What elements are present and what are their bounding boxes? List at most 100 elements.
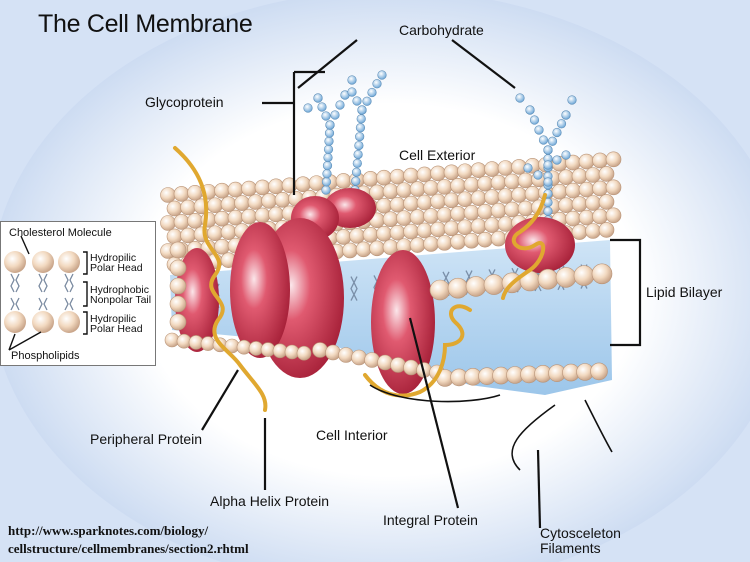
carbohydrate-bead <box>321 177 332 187</box>
lipid-tail <box>350 276 358 301</box>
inset-brackets <box>8 235 88 351</box>
inset-illustration <box>4 235 88 351</box>
lipid-head <box>403 195 419 212</box>
lipid-head <box>169 313 187 331</box>
carbohydrate-bead <box>534 125 544 135</box>
lipid-head <box>592 208 608 225</box>
lipid-head <box>537 268 559 290</box>
carbohydrate-bead <box>561 110 571 120</box>
lipid-head <box>416 194 433 211</box>
lipid-head <box>450 178 466 194</box>
cytoskeleton-filament-1 <box>369 384 501 403</box>
lipid-head <box>376 225 392 242</box>
lipid-head <box>403 223 419 240</box>
carbohydrate-bead <box>313 93 323 103</box>
lipid-head <box>592 152 608 169</box>
lipid-head <box>517 172 534 189</box>
line-carbohydrate-right <box>451 39 516 89</box>
carbohydrate-bead <box>561 150 571 160</box>
lipid-head <box>296 345 312 361</box>
line-cytoskeleton <box>536 449 542 529</box>
lipid-head <box>447 277 469 299</box>
lipid-head <box>578 181 595 198</box>
lipid-head <box>511 187 527 203</box>
carbohydrate-bead <box>543 177 553 187</box>
carbohydrate-bead <box>323 144 334 154</box>
lipid-head <box>497 160 514 176</box>
lipid-head <box>504 201 520 218</box>
carbohydrate-bead <box>321 111 331 121</box>
lipid-head <box>261 193 277 209</box>
carbohydrate-bead <box>552 155 562 165</box>
inset-head <box>32 311 54 333</box>
lipid-head <box>173 186 190 202</box>
inset-tails <box>10 273 74 311</box>
lipid-head <box>555 267 577 288</box>
lipid-head <box>558 197 574 213</box>
label-cell-exterior: Cell Exterior <box>399 147 476 163</box>
carbohydrate-bead <box>356 114 366 124</box>
lipid-head <box>463 204 480 221</box>
lipid-head <box>470 190 487 206</box>
lipid-head <box>364 352 380 368</box>
carbohydrate-bead <box>317 102 327 112</box>
lipid-head <box>342 242 358 259</box>
carbohydrate-bead <box>352 96 362 106</box>
lipid-head <box>214 210 230 227</box>
lipid-head <box>335 229 352 245</box>
lipid-head <box>396 182 412 198</box>
lipid-head <box>592 180 608 197</box>
carbohydrate-bead <box>330 110 340 120</box>
lipid-head <box>590 362 608 381</box>
lipid-head <box>214 182 230 199</box>
lipid-head <box>241 208 257 225</box>
label-lipid-bilayer: Lipid Bilayer <box>646 284 723 300</box>
label-cytoskeleton-1: Cytosceleton <box>540 525 621 541</box>
lipid-head <box>187 185 203 201</box>
phospholipid-inset: Cholesterol Molecule Hydropilic Polar He… <box>0 221 156 366</box>
lipid-head <box>169 277 187 295</box>
lipid-head <box>338 347 354 363</box>
carbohydrate-bead <box>525 105 535 115</box>
lipid-head <box>227 181 244 198</box>
alpha-helix-left <box>173 146 268 412</box>
lipid-head <box>443 220 460 237</box>
inset-cholesterol: Cholesterol Molecule <box>9 227 112 239</box>
lipid-head <box>274 192 291 208</box>
lipid-head <box>169 295 187 313</box>
label-alpha-helix-protein: Alpha Helix Protein <box>210 493 330 509</box>
carbohydrate-bead <box>377 70 387 80</box>
alpha-helices <box>173 146 547 412</box>
lipid-head <box>457 163 473 180</box>
carbohydrate-bead <box>324 136 334 146</box>
lipid-head <box>436 207 453 223</box>
lipid-head <box>490 230 507 247</box>
lipid-head <box>565 210 581 227</box>
carbohydrate-bead <box>533 170 543 180</box>
lipid-head <box>362 227 379 243</box>
lipid-head <box>355 241 372 258</box>
lipid-head <box>504 173 520 190</box>
lipid-head <box>382 183 399 199</box>
cytoskeleton-filament-3 <box>584 399 613 453</box>
lipid-head <box>517 200 534 217</box>
large-integral-protein-front <box>230 222 290 358</box>
lipid-head <box>166 200 183 217</box>
inset-head <box>4 311 26 333</box>
inset-hydrophobic-a: Hydrophobic <box>90 284 149 296</box>
lipid-head <box>351 349 367 366</box>
lipid-head <box>578 153 595 170</box>
inset-top-heads <box>4 251 80 273</box>
lipid-head <box>573 265 595 286</box>
lipid-head <box>443 192 460 209</box>
lipid-head <box>457 219 473 236</box>
lipid-head <box>409 237 426 253</box>
lipid-head <box>396 210 412 226</box>
lipid-head <box>349 228 365 244</box>
lipid-head <box>524 186 541 202</box>
carbohydrate-bead <box>372 79 382 89</box>
lipid-head <box>376 169 392 186</box>
lipid-head <box>227 209 244 226</box>
inset-hydrophilic-2b: Polar Head <box>90 323 143 335</box>
lipid-head <box>382 211 399 227</box>
